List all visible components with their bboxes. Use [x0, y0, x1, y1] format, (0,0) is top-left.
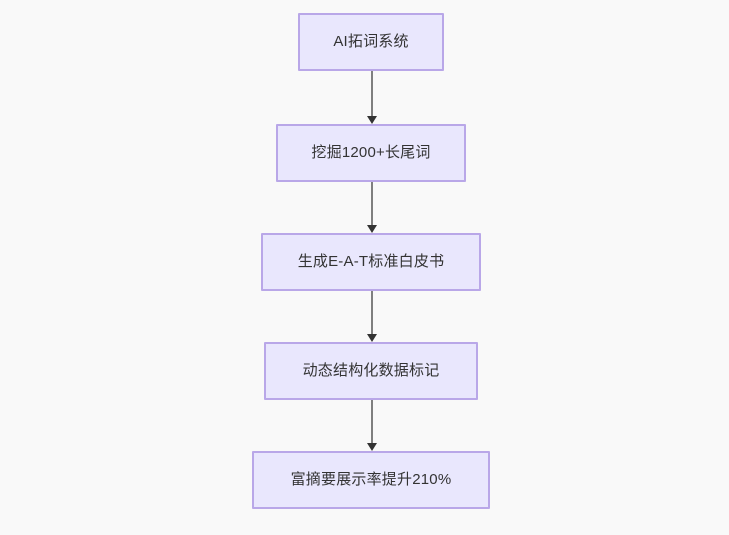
edge-line — [371, 291, 373, 335]
flow-node-ai-keyword-system[interactable]: AI拓词系统 — [298, 13, 444, 71]
flow-node-label: 动态结构化数据标记 — [302, 362, 440, 379]
arrowhead-icon — [367, 116, 377, 124]
flow-node-mine-longtail-keywords[interactable]: 挖掘1200+长尾词 — [276, 124, 466, 182]
edge-node4-to-node5 — [367, 400, 377, 451]
flow-node-label: 富摘要展示率提升210% — [290, 471, 452, 488]
flow-node-generate-eat-whitepaper[interactable]: 生成E-A-T标准白皮书 — [261, 233, 481, 291]
flow-node-dynamic-structured-data-markup[interactable]: 动态结构化数据标记 — [264, 342, 478, 400]
edge-node3-to-node4 — [367, 291, 377, 342]
edge-node2-to-node3 — [367, 182, 377, 233]
arrowhead-icon — [367, 443, 377, 451]
flow-node-label: AI拓词系统 — [333, 33, 409, 50]
edge-line — [371, 400, 373, 444]
edge-node1-to-node2 — [367, 71, 377, 124]
arrowhead-icon — [367, 225, 377, 233]
flow-node-rich-snippet-rate-increase[interactable]: 富摘要展示率提升210% — [252, 451, 490, 509]
flow-node-label: 挖掘1200+长尾词 — [311, 144, 431, 161]
edge-line — [371, 182, 373, 226]
arrowhead-icon — [367, 334, 377, 342]
flow-node-label: 生成E-A-T标准白皮书 — [297, 253, 445, 270]
edge-line — [371, 71, 373, 117]
